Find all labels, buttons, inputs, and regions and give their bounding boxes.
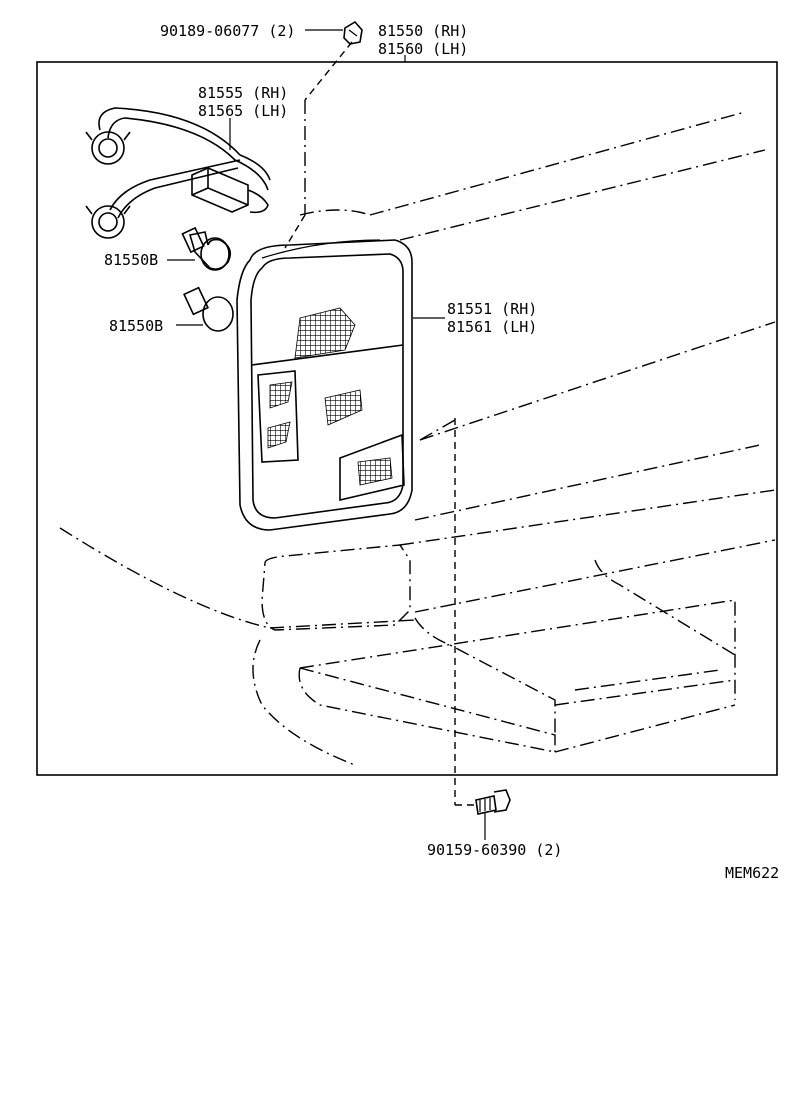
clip-icon (343, 20, 363, 45)
leader-lines (167, 29, 486, 840)
lens-hatch-mid (324, 389, 363, 426)
lamp-assy-rh-label: 81550 (RH) (378, 22, 468, 40)
lens-hatch-upper (294, 307, 356, 359)
clip-leader-dashed (304, 41, 353, 101)
lens-hatch-lower (357, 457, 393, 486)
clip-leader-dashed-lower (284, 214, 306, 249)
socket-wire-rh-label: 81555 (RH) (198, 84, 288, 102)
lamp-assy-lh-label: 81560 (LH) (378, 40, 468, 58)
socket-wire-lh-label: 81565 (LH) (198, 102, 288, 120)
vehicle-body-outline (59, 100, 776, 766)
bulb-upper-label: 81550B (104, 251, 158, 269)
rear-combination-lamp-icon (236, 239, 413, 531)
bulb-lower-icon (183, 286, 234, 332)
screw-part-label: 90159-60390 (2) (427, 841, 562, 859)
lens-rh-label: 81551 (RH) (447, 300, 537, 318)
lens-lh-label: 81561 (LH) (447, 318, 537, 336)
screw-icon (475, 789, 511, 815)
diagram-frame (36, 61, 778, 776)
bulb-lower-label: 81550B (109, 317, 163, 335)
clip-part-label: 90189-06077 (2) (160, 22, 295, 40)
socket-wire-assembly-icon (85, 107, 271, 239)
lens-hatch-left-bottom (267, 421, 291, 449)
bulb-upper-icon (181, 226, 231, 271)
lens-hatch-left-top (269, 381, 293, 409)
diagram-code-label: MEM622 (725, 864, 779, 882)
